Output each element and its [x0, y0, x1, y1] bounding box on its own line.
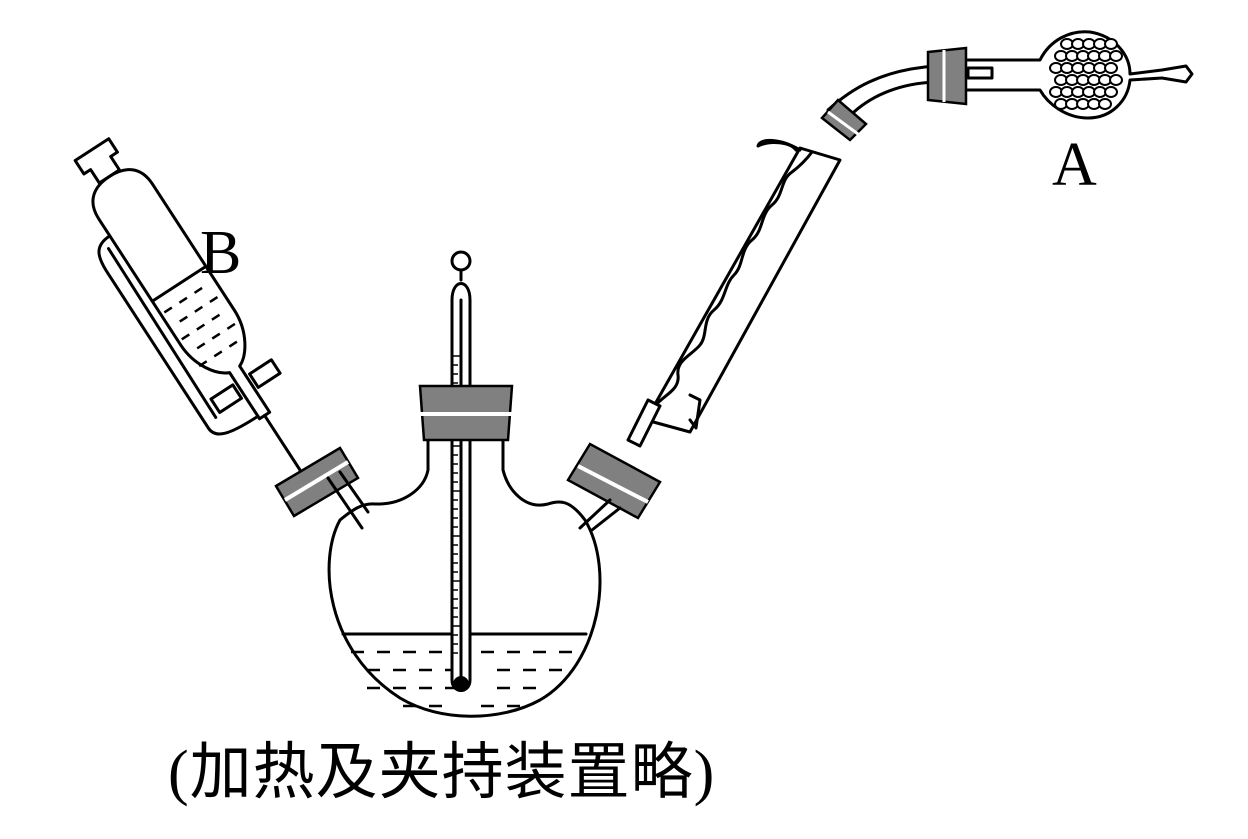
thermometer-ring — [450, 250, 472, 272]
condenser-jacket — [644, 146, 842, 434]
granule — [1104, 62, 1118, 74]
drying-agent-granules — [1049, 38, 1123, 110]
liquid-dash — [211, 332, 221, 340]
liquid-dash — [211, 313, 221, 321]
reflux-condenser — [626, 64, 937, 448]
granule — [1109, 50, 1123, 62]
drying-tube-stopper — [926, 46, 968, 106]
condenser-coil — [654, 150, 814, 407]
liquid-dash — [179, 315, 188, 323]
caption-text: (加热及夹持装置略) — [168, 739, 716, 807]
funnel-liquid-dashes — [163, 286, 238, 368]
granule — [1098, 98, 1112, 110]
right-neck-stopper — [566, 442, 662, 520]
granule — [1104, 86, 1118, 98]
label-a: A — [1052, 131, 1097, 199]
liquid-dash — [209, 295, 219, 303]
drying-tube-body — [958, 30, 1194, 120]
liquid-dash — [196, 342, 206, 350]
thermometer-bulb — [453, 676, 469, 692]
liquid-dash — [213, 350, 223, 358]
liquid-dash — [196, 323, 206, 331]
thermometer — [450, 250, 472, 692]
granule — [1104, 38, 1118, 50]
label-b: B — [200, 219, 242, 287]
funnel-body — [91, 168, 272, 421]
liquid-dash — [228, 340, 238, 348]
flask-liquid-dashes — [351, 650, 572, 708]
funnel-stopcock — [248, 358, 282, 389]
dropping-funnel-b — [73, 137, 302, 472]
liquid-dash — [198, 360, 208, 368]
liquid-dash — [181, 333, 190, 341]
liquid-dash — [226, 322, 236, 330]
liquid-dash — [194, 305, 204, 313]
funnel-stopper — [73, 137, 121, 185]
drying-tube-a — [958, 30, 1194, 120]
granule — [1109, 74, 1123, 86]
liquid-dash — [163, 306, 173, 314]
liquid-dash — [193, 286, 203, 294]
liquid-dash — [178, 296, 188, 304]
